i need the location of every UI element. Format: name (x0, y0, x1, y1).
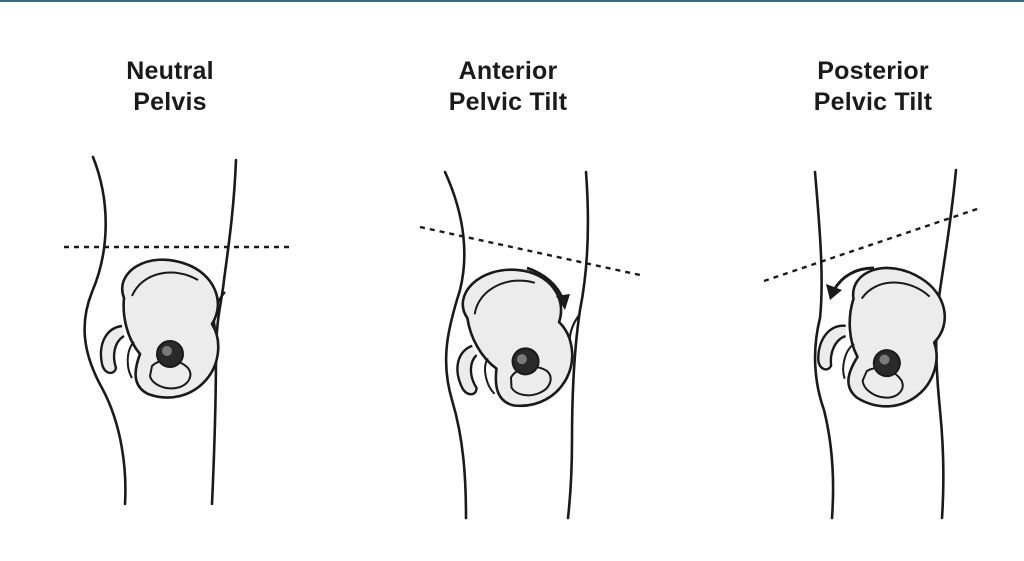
pelvis-bone-neutral (99, 258, 220, 399)
body-outline-back (934, 168, 958, 520)
top-border-rule (0, 0, 1024, 2)
body-outline-back (566, 170, 590, 520)
counterclockwise-curved-arrow-icon (826, 266, 875, 300)
body-outline-back (210, 158, 238, 506)
clockwise-curved-arrow-icon (526, 266, 570, 310)
pelvic-level-line-posterior (763, 206, 981, 283)
panel-posterior (763, 168, 981, 520)
pelvis-bone-anterior (434, 256, 585, 422)
title-posterior-line2: Pelvic Tilt (813, 88, 933, 116)
title-anterior-line1: Anterior (458, 57, 558, 85)
title-anterior-pelvic-tilt: Anterior Pelvic Tilt (378, 56, 638, 118)
title-neutral-line2: Pelvis (133, 88, 207, 116)
title-neutral-pelvis: Neutral Pelvis (40, 56, 300, 118)
panel-neutral (64, 155, 290, 506)
pelvis-bone-posterior (808, 255, 955, 418)
title-posterior-line1: Posterior (817, 57, 929, 85)
body-outline-front (83, 155, 127, 506)
body-outline-front (443, 170, 468, 520)
body-outline-front (813, 170, 835, 520)
panel-anterior (419, 170, 641, 520)
title-neutral-line1: Neutral (126, 57, 214, 85)
title-anterior-line2: Pelvic Tilt (448, 88, 568, 116)
title-posterior-pelvic-tilt: Posterior Pelvic Tilt (743, 56, 1003, 118)
pelvic-level-line-anterior (419, 225, 641, 277)
